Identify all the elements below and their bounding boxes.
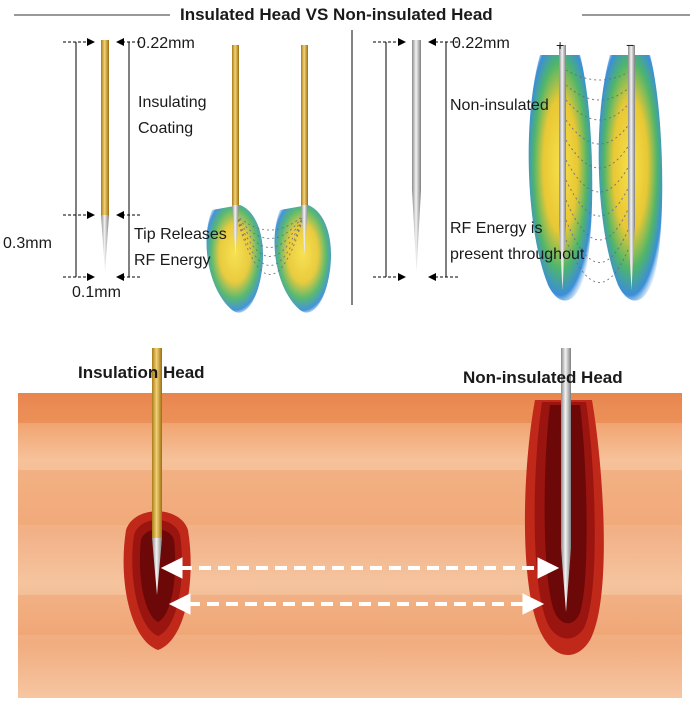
- tip-releases-label-line2: RF Energy: [134, 252, 211, 269]
- plus-polarity-icon: +: [556, 37, 565, 53]
- diagram-title: Insulated Head VS Non-insulated Head: [180, 5, 493, 24]
- tip-width-label: 0.1mm: [72, 284, 121, 301]
- non-insulated-heat-field: [528, 45, 663, 301]
- insulating-coating-label-line2: Coating: [138, 120, 194, 137]
- insulation-head-label: Insulation Head: [78, 363, 205, 382]
- rf-energy-label-line1: RF Energy is: [450, 220, 543, 237]
- length-label: 0.3mm: [3, 235, 52, 252]
- minus-polarity-icon: −: [626, 37, 635, 53]
- comparison-arrows: [160, 557, 560, 615]
- insulated-heat-field: [206, 45, 332, 313]
- insulated-burn-zone: [123, 348, 191, 650]
- top-width-label-left: 0.22mm: [137, 35, 195, 52]
- insulated-needle-dimensions: [63, 38, 140, 281]
- top-width-label-right: 0.22mm: [452, 35, 510, 52]
- non-insulated-needle-dimensions: [373, 38, 458, 281]
- non-insulated-label: Non-insulated: [450, 97, 549, 114]
- tip-releases-label-line1: Tip Releases: [134, 226, 227, 243]
- non-insulated-head-label: Non-insulated Head: [463, 368, 623, 387]
- rf-energy-label-line2: present throughout: [450, 246, 585, 263]
- non-insulated-burn-zone: [524, 348, 604, 655]
- insulating-coating-label-line1: Insulating: [138, 94, 207, 111]
